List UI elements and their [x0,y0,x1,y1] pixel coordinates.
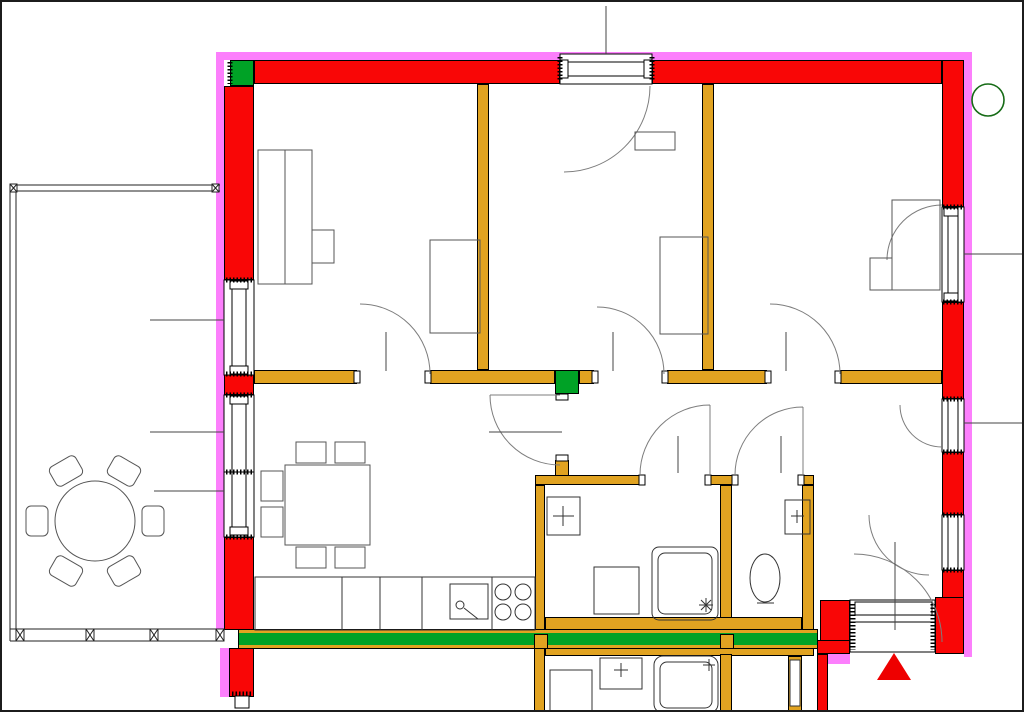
spec-right-window2 [905,421,946,431]
wall-bad-left [535,485,545,630]
spec-right-window1 [905,254,946,264]
bath-fixtures [546,496,811,621]
arc-bad-door [639,404,711,476]
spec-left-window1 [247,319,288,329]
room-label-schlafen2 [567,176,585,253]
insulation-top [224,52,964,60]
room-label-schlafen1 [354,178,372,255]
room-label-esskueche [399,443,417,529]
wall-bed1-bed2 [477,84,489,370]
wall-right-pier3 [942,452,964,515]
arc-bed2-door [596,306,665,375]
wall-bad-top-c [803,475,814,485]
kitchen-counter [254,576,536,631]
window-left-2 [223,394,255,473]
door-arcs [359,85,943,643]
arc-entrance-door [853,553,943,643]
entrance-door-opening [849,599,936,653]
room-label-bad [595,501,613,571]
entry-marker-triangle [877,653,911,680]
wall-right-pier1 [942,60,964,207]
wall-right-pier2 [942,302,964,399]
wall-unit2-left [534,648,545,710]
insulation-left [216,52,224,632]
dining-set [260,441,371,569]
window-left-fix [223,471,255,538]
arc-top-window-door [563,85,651,173]
room-label-wc [732,491,750,561]
wall-top-right [652,60,942,84]
wall-left-lower [229,648,254,697]
wall-corridor-c [579,370,594,384]
column-hall [555,370,579,394]
wall-wc-right [802,485,814,630]
wall-right-pier4 [942,570,964,600]
entry-spec [833,600,845,644]
wall-left-pier1 [224,86,254,280]
wall-left-pier3 [224,537,254,630]
column-corner [230,60,254,86]
insulation-right [964,52,972,657]
arc-bed1-door [359,303,431,375]
wall-entry-lower [817,654,828,710]
wall-bad-wc [720,485,732,630]
arc-bed3-door [769,303,841,375]
wall-end-detail [234,695,250,709]
wall-unit2-top [545,648,814,656]
room-label-diele [828,402,845,472]
wall-bad-bottom [545,617,802,630]
parapet-band [238,629,818,649]
room-label-wc-unten [735,662,753,710]
wall-corridor-d [667,370,767,384]
wall-corridor-e [840,370,942,384]
unit2-spec-fragment [781,684,822,694]
room-label-schlafen3 [774,176,792,253]
spec-left-window2 [247,464,288,474]
arc-bed3-window-door [886,204,943,261]
wall-bad-top-a [535,475,642,485]
insulation-entry-elbow [828,654,850,664]
wall-entry-pier-right [935,597,964,654]
wall-corridor-a [254,370,357,384]
spec-right-window3 [905,518,946,528]
spec-top-window [565,87,575,128]
wall-unit2-mid [720,654,732,710]
room-label-terrasse [65,282,83,363]
wall-corridor-b [430,370,555,384]
terrace-outline [9,184,224,642]
terrace-table-set [25,455,165,587]
survey-circle [971,83,1005,117]
wall-bad-top-b [710,475,735,485]
arc-essk-door [489,394,561,466]
unit2-fixtures [549,655,801,710]
wall-bed2-bed3 [702,84,714,370]
wall-left-pier2 [224,374,254,395]
arc-wc-door [734,406,804,476]
insulation-left-lower [220,648,229,697]
fence-posts [9,183,225,642]
door-jambs [353,370,842,486]
wall-top-left [254,60,560,84]
